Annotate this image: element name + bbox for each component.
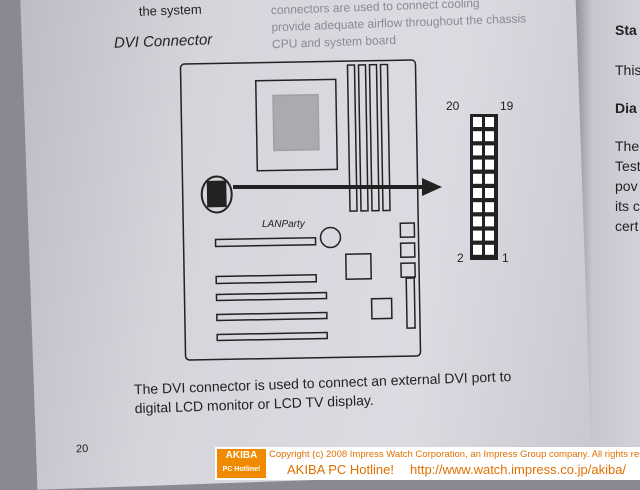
pin: [485, 117, 494, 127]
pcie-slot: [215, 273, 318, 285]
dimm-slots: [346, 63, 391, 212]
motherboard-diagram: 20 19 2 1 LANParty (function(){var g=doc…: [179, 59, 514, 361]
pin: [473, 216, 482, 227]
logo-top: AKIBA: [225, 450, 258, 461]
site-url[interactable]: http://www.watch.impress.co.jp/akiba/: [410, 462, 627, 477]
akiba-logo: AKIBA PC Hotline!: [217, 449, 266, 478]
pcie-slot: [214, 236, 317, 248]
pin: [473, 230, 482, 241]
right-page-line: Dia: [615, 100, 637, 116]
dvi-highlight: [200, 175, 233, 214]
battery: [319, 226, 342, 249]
board-outline: [179, 59, 422, 361]
right-page-line: Test: [615, 158, 640, 174]
right-page-line: pov: [615, 178, 638, 194]
board-label: LANParty: [262, 219, 306, 230]
pin-label: 1: [502, 251, 509, 265]
pin: [485, 131, 494, 142]
right-page-line: cert: [615, 218, 639, 234]
pin-label: 2: [457, 251, 464, 265]
pin: [473, 159, 482, 170]
pin: [473, 244, 482, 255]
arrow-head-icon: [422, 178, 442, 196]
right-page-line: This: [615, 62, 640, 78]
pin-label: 20: [446, 99, 460, 113]
pin: [485, 230, 494, 241]
site-name: AKIBA PC Hotline!: [287, 462, 394, 477]
pin: [485, 173, 494, 184]
pin: [473, 117, 482, 127]
pin: [473, 202, 482, 213]
right-page-line: The: [615, 138, 640, 154]
right-page-line: Sta: [615, 22, 637, 38]
pin: [473, 131, 482, 142]
pin: [485, 216, 494, 227]
pin: [473, 188, 482, 198]
cpu-socket: [254, 78, 339, 172]
pin: [485, 159, 494, 170]
pin: [473, 173, 482, 184]
pin-label: 19: [500, 99, 514, 113]
logo-bottom: PC Hotline!: [222, 466, 261, 473]
pin: [485, 145, 494, 156]
pin: [485, 244, 494, 255]
pin: [473, 145, 482, 156]
pin: [485, 188, 494, 198]
watermark-footer: AKIBA PC Hotline! Copyright (c) 2008 Impr…: [215, 447, 640, 480]
copyright: Copyright (c) 2008 Impress Watch Corpora…: [269, 449, 640, 460]
right-page-line: its c: [615, 198, 640, 214]
dvi-header: [206, 180, 227, 208]
pin: [485, 202, 494, 213]
dvi-pin-header: [470, 114, 498, 260]
